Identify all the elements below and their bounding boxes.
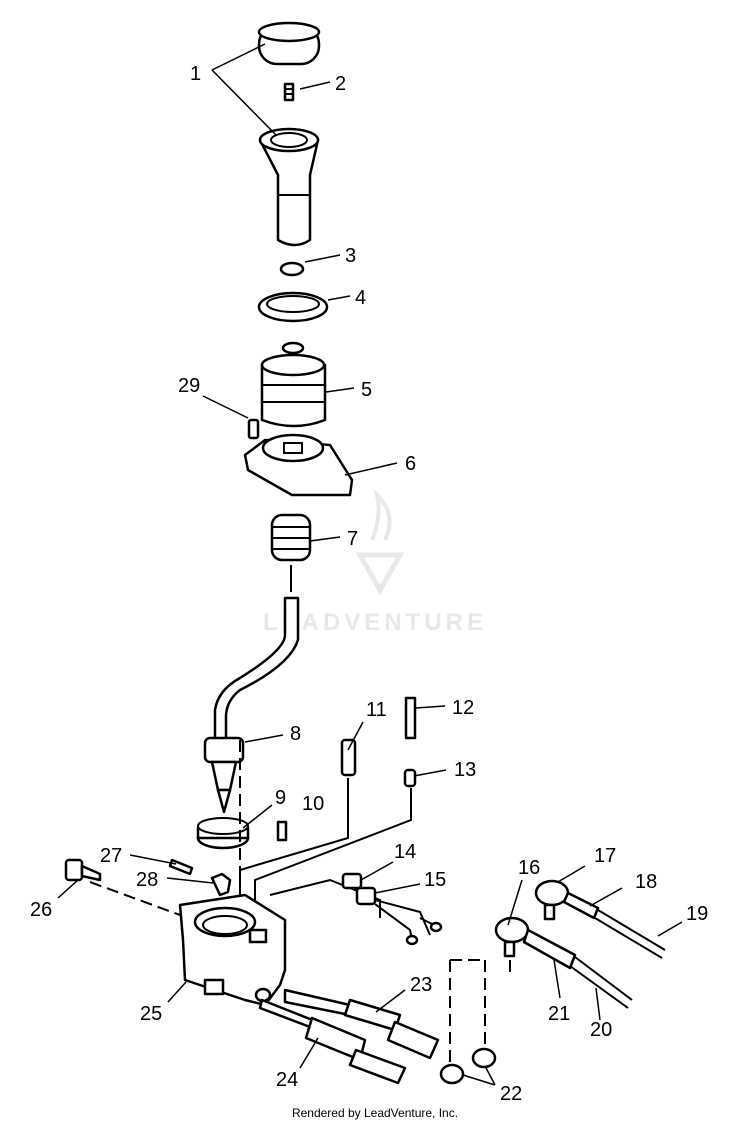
nuts — [439, 959, 511, 1085]
switch-harness — [341, 872, 443, 946]
bolt — [64, 858, 102, 882]
screw — [247, 418, 260, 440]
callout-21: 21 — [548, 1003, 570, 1025]
leader-lines — [57, 43, 683, 1086]
watermark-text: LEADVENTURE — [263, 609, 487, 636]
threaded-stud — [404, 696, 417, 740]
callout-labels: 1 2 3 4 5 6 7 8 9 10 11 12 13 14 15 16 1… — [30, 63, 708, 1105]
callout-28: 28 — [136, 869, 158, 891]
callout-18: 18 — [635, 871, 657, 893]
dowel-pin — [340, 738, 357, 777]
set-screw — [283, 82, 295, 102]
shifter-housing — [178, 893, 287, 1007]
callout-14: 14 — [394, 841, 416, 863]
collar — [196, 817, 250, 850]
callout-2: 2 — [335, 73, 346, 95]
callout-3: 3 — [345, 245, 356, 267]
linkage-rod-lower — [258, 998, 407, 1085]
cable-lower — [569, 956, 633, 1009]
spring — [270, 513, 312, 562]
callout-13: 13 — [454, 759, 476, 781]
shift-lever — [203, 565, 300, 814]
callout-20: 20 — [590, 1019, 612, 1041]
cable-upper — [594, 909, 666, 959]
boot — [260, 341, 327, 428]
leadventure-watermark: LEADVENTURE — [263, 488, 487, 636]
callout-22: 22 — [500, 1083, 522, 1105]
housing-plate — [243, 433, 354, 497]
callout-9: 9 — [275, 787, 286, 809]
callout-1: 1 — [190, 63, 201, 85]
pin — [276, 820, 288, 842]
callout-8: 8 — [290, 723, 301, 745]
callout-29: 29 — [178, 375, 200, 397]
callout-16: 16 — [518, 857, 540, 879]
callout-4: 4 — [355, 287, 366, 309]
callout-25: 25 — [140, 1003, 162, 1025]
callout-10: 10 — [302, 793, 324, 815]
callout-12: 12 — [452, 697, 474, 719]
ring — [257, 291, 329, 323]
clip — [210, 872, 232, 897]
callout-24: 24 — [276, 1069, 298, 1091]
washer — [279, 261, 305, 277]
callout-26: 26 — [30, 899, 52, 921]
small-pin — [168, 858, 194, 876]
callout-23: 23 — [410, 974, 432, 996]
callout-11: 11 — [366, 699, 387, 721]
sleeve — [403, 768, 417, 788]
callout-19: 19 — [686, 903, 708, 925]
callout-15: 15 — [424, 869, 446, 891]
callout-17: 17 — [594, 845, 616, 867]
callout-5: 5 — [361, 379, 372, 401]
wire-leads — [89, 740, 412, 918]
callout-27: 27 — [100, 845, 122, 867]
footer-credit: Rendered by LeadVenture, Inc. — [292, 1106, 458, 1120]
ball-joint-upper — [534, 879, 600, 921]
ball-joint-lower — [494, 916, 577, 970]
shift-knob — [257, 21, 321, 247]
callout-6: 6 — [405, 453, 416, 475]
linkage-rod-upper — [283, 988, 440, 1060]
callout-7: 7 — [347, 528, 358, 550]
